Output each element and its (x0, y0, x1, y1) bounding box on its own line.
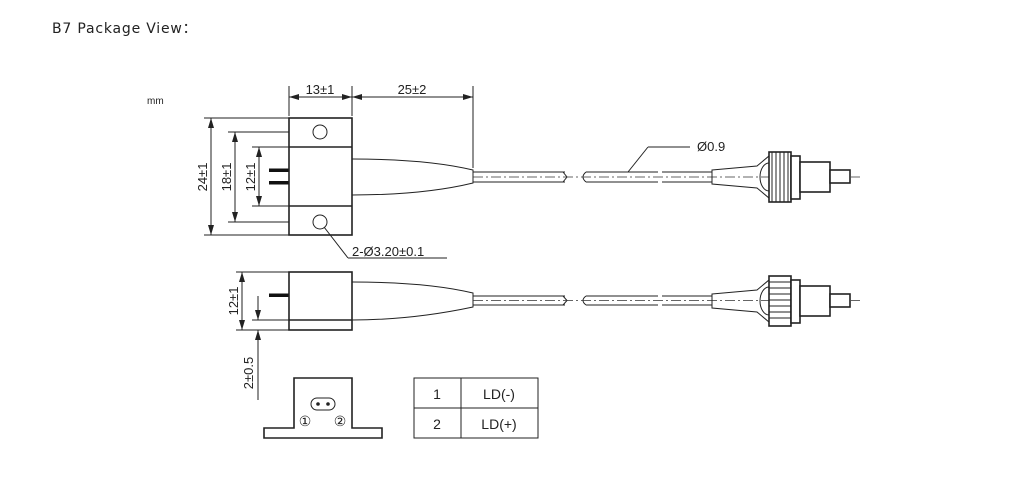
fiber (473, 171, 860, 183)
pin-label-2: ② (334, 413, 347, 429)
pin-label-1: ① (299, 413, 312, 429)
dim-hole-spacing: 18±1 (219, 163, 234, 192)
side-view: 12±1 2±0.5 (226, 271, 860, 400)
laser-body (288, 117, 353, 236)
units-label: mm (147, 96, 164, 107)
dim-fiber-diameter: Ø0.9 (697, 139, 725, 154)
dim-boot-length: 25±2 (398, 82, 427, 97)
end-view: ① ② (263, 377, 383, 439)
page-title: B7 Package View： (52, 21, 198, 37)
fc-connector (711, 151, 851, 203)
table-pin: 1 (433, 386, 441, 402)
fiber-boot (351, 158, 474, 196)
dim-holes: 2-Ø3.20±0.1 (352, 244, 424, 259)
mounting-hole (312, 214, 328, 230)
mounting-hole (312, 124, 328, 140)
pin-table: 1 LD(-) 2 LD(+) (413, 377, 539, 439)
fc-connector (711, 275, 851, 327)
table-pin: 2 (433, 416, 441, 432)
pin-2 (269, 181, 289, 185)
pin (269, 293, 289, 297)
dim-pin-offset: 2±0.5 (241, 357, 256, 389)
table-function: LD(-) (483, 386, 515, 402)
table-function: LD(+) (481, 416, 516, 432)
dim-center-height: 12±1 (243, 163, 258, 192)
dim-total-height: 24±1 (195, 163, 210, 192)
dim-body-length: 13±1 (306, 82, 335, 97)
top-view: 13±1 25±2 24±1 18±1 12±1 2-Ø3.20±0.1 (195, 82, 860, 259)
dim-side-height: 12±1 (226, 287, 241, 316)
pin-1 (269, 168, 289, 172)
